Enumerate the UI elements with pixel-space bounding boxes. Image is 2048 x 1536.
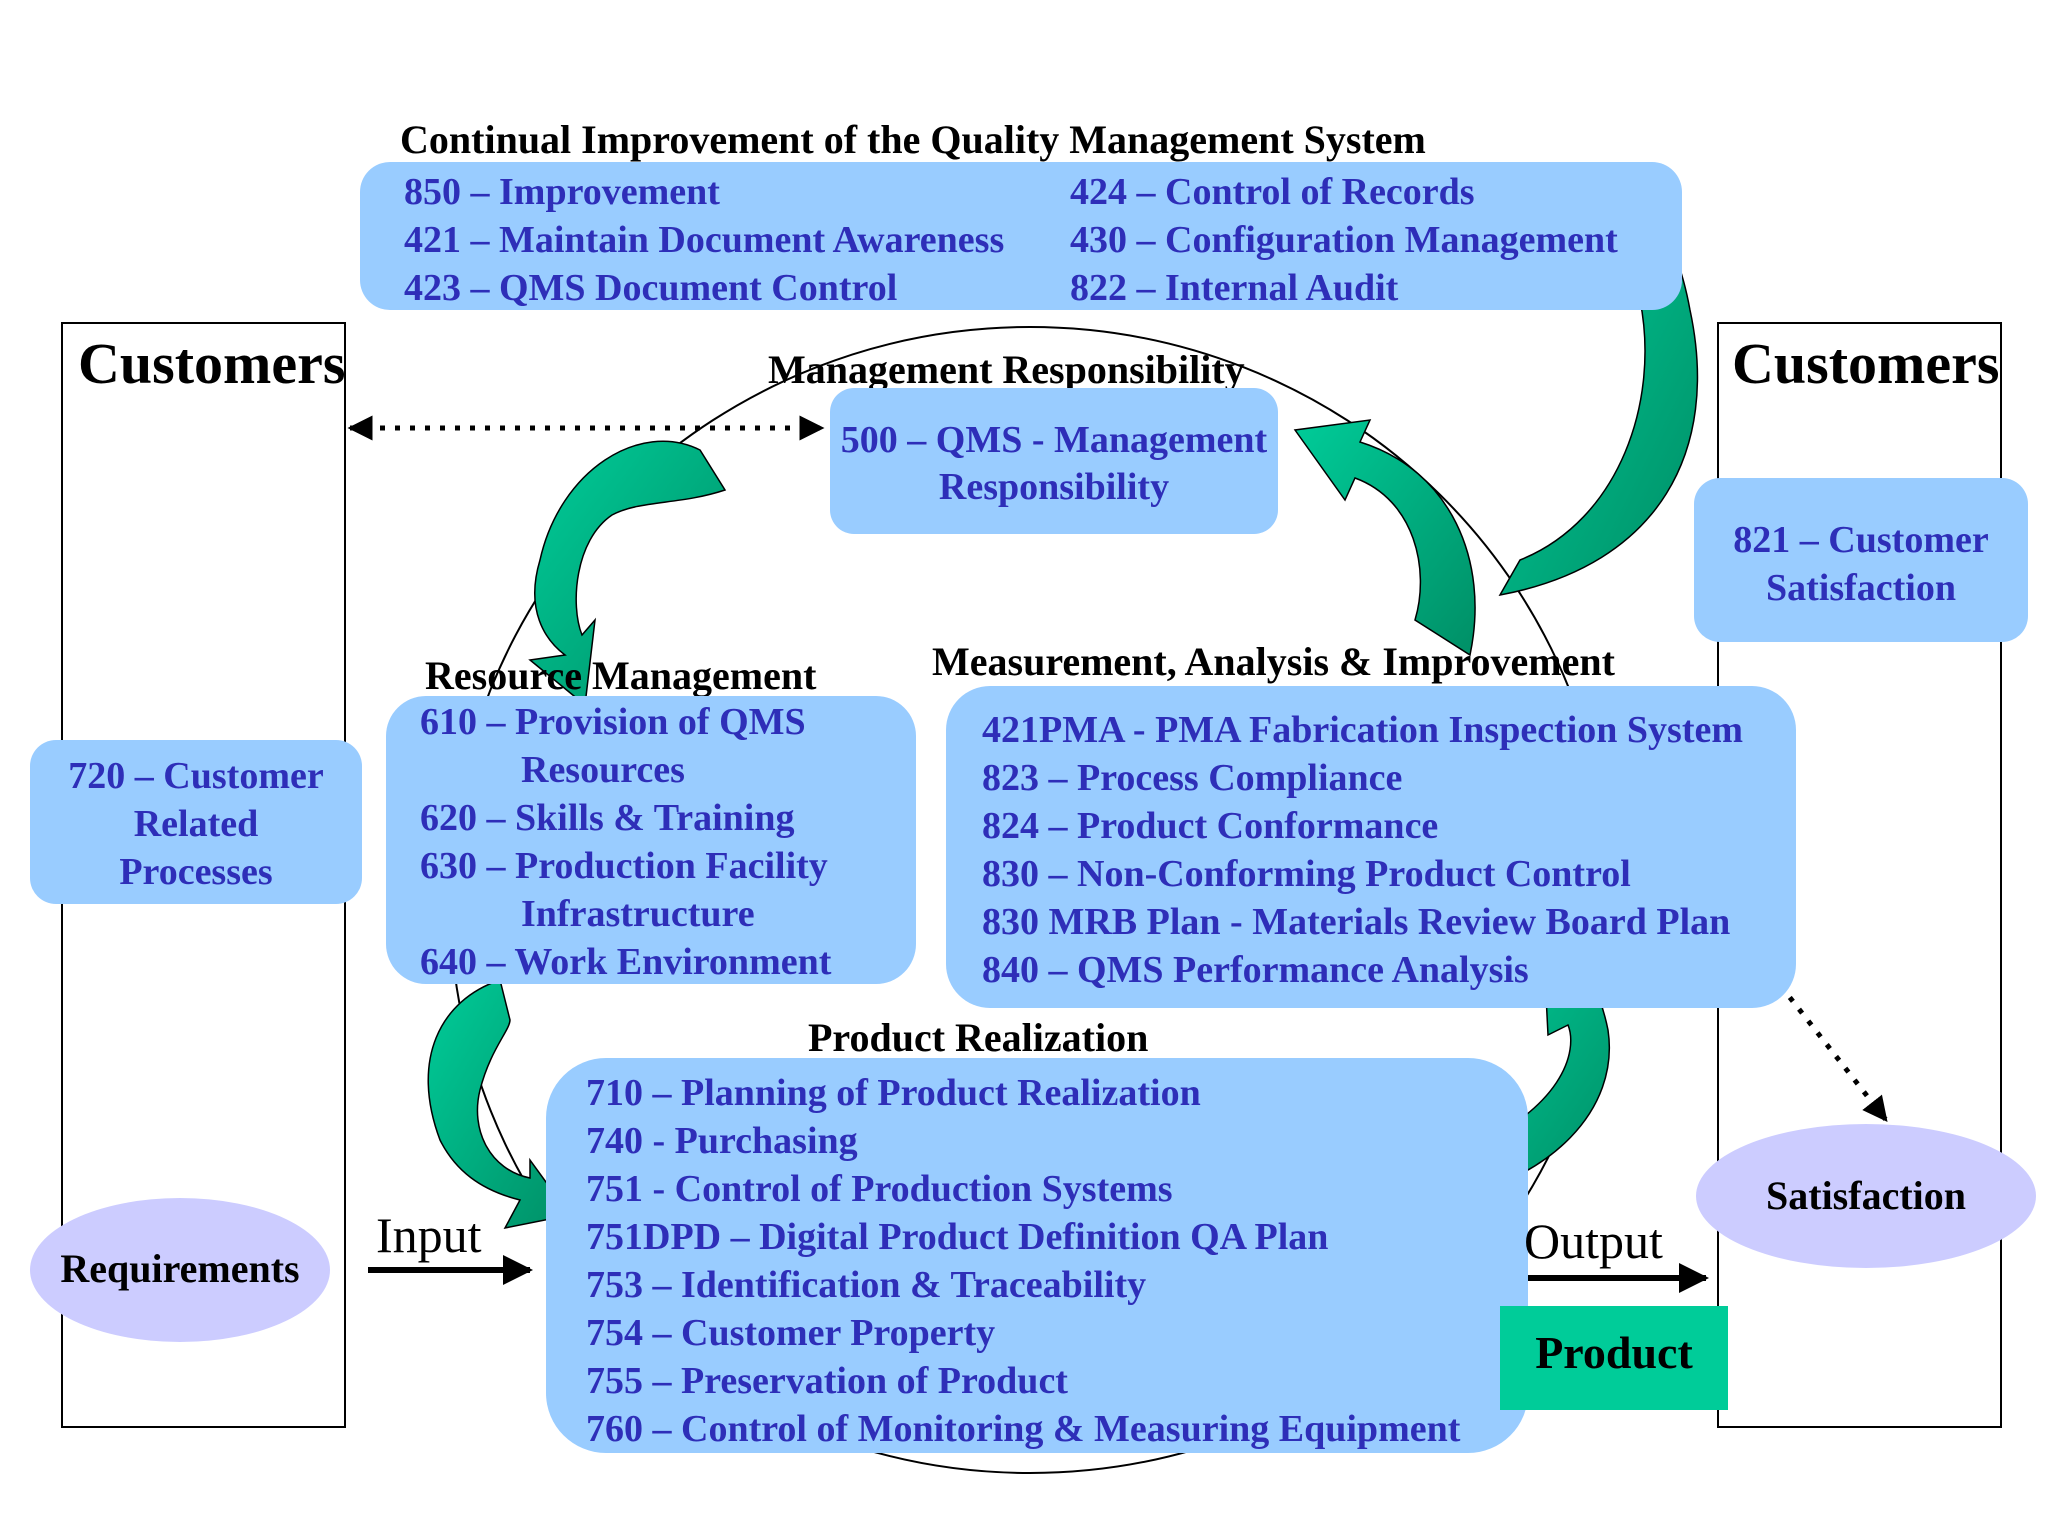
product-realization-line: 751 - Control of Production Systems — [586, 1168, 1173, 1210]
input-label: Input — [376, 1207, 482, 1263]
satisfaction-ellipse — [1696, 1124, 2036, 1268]
measurement-line: 830 MRB Plan - Materials Review Board Pl… — [982, 901, 1731, 943]
customers-left-label: Customers — [78, 331, 346, 396]
product-realization-line: 740 - Purchasing — [586, 1120, 858, 1162]
management-box — [830, 388, 1278, 534]
resource-line: 610 – Provision of QMS — [420, 701, 806, 743]
customer-related-line: Processes — [119, 851, 273, 893]
continual-item: 424 – Control of Records — [1070, 171, 1475, 213]
management-heading: Management Responsibility — [768, 347, 1245, 392]
product-realization-line: 754 – Customer Property — [586, 1312, 996, 1354]
resource-line: 640 – Work Environment — [420, 941, 832, 983]
resource-heading: Resource Management — [425, 653, 817, 698]
product-realization-line: 751DPD – Digital Product Definition QA P… — [586, 1216, 1329, 1258]
product-realization-line: 755 – Preservation of Product — [586, 1360, 1068, 1402]
resource-line: Infrastructure — [521, 893, 755, 935]
requirements-ellipse — [30, 1198, 330, 1342]
measurement-line: 824 – Product Conformance — [982, 805, 1439, 847]
product-realization-line: 753 – Identification & Traceability — [586, 1264, 1147, 1306]
resource-line: 630 – Production Facility — [420, 845, 828, 887]
continual-item: 822 – Internal Audit — [1070, 267, 1399, 309]
product-realization-line: 710 – Planning of Product Realization — [586, 1072, 1201, 1114]
satisfaction-label: Satisfaction — [1766, 1173, 1966, 1218]
resource-box — [386, 696, 916, 984]
management-line: Responsibility — [938, 466, 1170, 508]
management-line: 500 – QMS - Management — [840, 419, 1268, 461]
measurement-line: 823 – Process Compliance — [982, 757, 1403, 799]
measurement-heading: Measurement, Analysis & Improvement — [932, 639, 1615, 684]
continual-item: 850 – Improvement — [404, 171, 720, 213]
continual-improvement-heading: Continual Improvement of the Quality Man… — [400, 117, 1426, 162]
customer-related-box — [30, 740, 362, 904]
customer-satisfaction-box — [1694, 478, 2028, 642]
measurement-line: 840 – QMS Performance Analysis — [982, 949, 1529, 991]
continual-item: 423 – QMS Document Control — [404, 267, 898, 309]
product-realization-heading: Product Realization — [808, 1015, 1149, 1060]
customer-satisfaction-line: 821 – Customer — [1733, 519, 1989, 561]
customers-right-label: Customers — [1732, 331, 2000, 396]
customer-related-line: Related — [133, 803, 259, 845]
product-realization-line: 760 – Control of Monitoring & Measuring … — [586, 1408, 1461, 1450]
requirements-label: Requirements — [60, 1246, 300, 1291]
product-label: Product — [1535, 1327, 1693, 1378]
customer-related-line: 720 – Customer — [68, 755, 324, 797]
continual-item: 421 – Maintain Document Awareness — [404, 219, 1005, 261]
measurement-line: 830 – Non-Conforming Product Control — [982, 853, 1631, 895]
output-label: Output — [1524, 1213, 1663, 1269]
product-realization-box — [546, 1058, 1528, 1453]
customer-satisfaction-line: Satisfaction — [1766, 567, 1956, 609]
continual-item: 430 – Configuration Management — [1070, 219, 1618, 261]
continual-improvement-box — [360, 162, 1682, 310]
resource-line: 620 – Skills & Training — [420, 797, 795, 839]
measurement-box — [946, 686, 1796, 1008]
arrow-resource-to-product-icon — [427, 979, 572, 1230]
product-box — [1500, 1306, 1728, 1410]
arrow-measurement-to-management-icon — [1293, 419, 1476, 657]
arrow-management-to-resource-icon — [528, 440, 727, 707]
resource-line: Resources — [521, 749, 685, 791]
measurement-line: 421PMA - PMA Fabrication Inspection Syst… — [982, 709, 1744, 751]
